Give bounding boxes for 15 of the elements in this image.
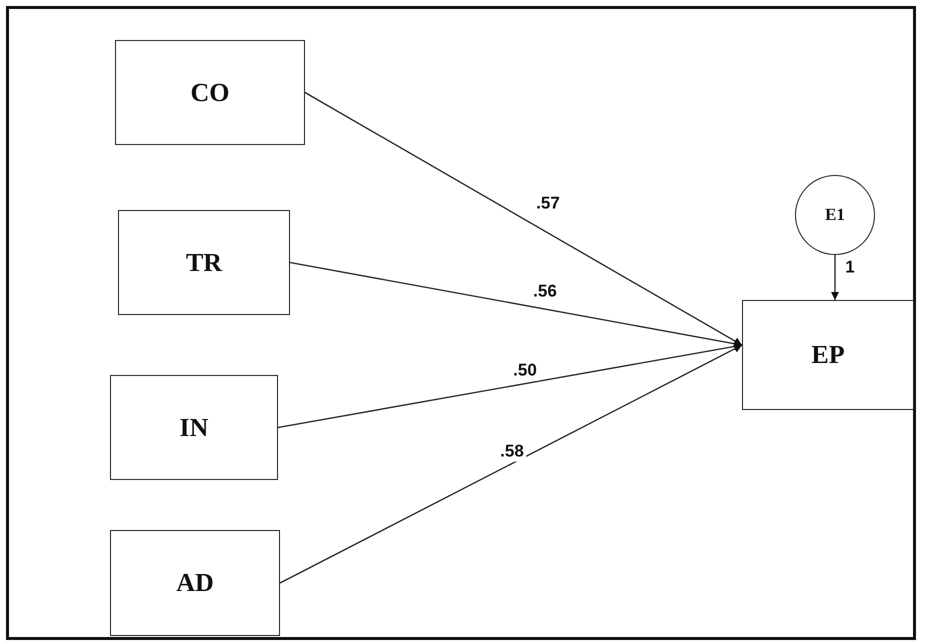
- variable-box: [742, 300, 914, 410]
- variable-box: [118, 210, 290, 315]
- node-label: EP: [811, 340, 845, 370]
- variable-box: [115, 40, 305, 145]
- node-label: AD: [176, 568, 214, 598]
- variable-box: [110, 530, 280, 636]
- path-arrow: [831, 255, 839, 300]
- node-label: E1: [825, 205, 845, 225]
- path-arrow: [280, 344, 742, 584]
- variable-box: [110, 375, 278, 480]
- edge-label: .58: [498, 442, 526, 462]
- node-label: TR: [186, 248, 222, 278]
- path-arrow: [304, 92, 742, 346]
- node-label: IN: [180, 412, 208, 442]
- node-label: CO: [190, 78, 230, 108]
